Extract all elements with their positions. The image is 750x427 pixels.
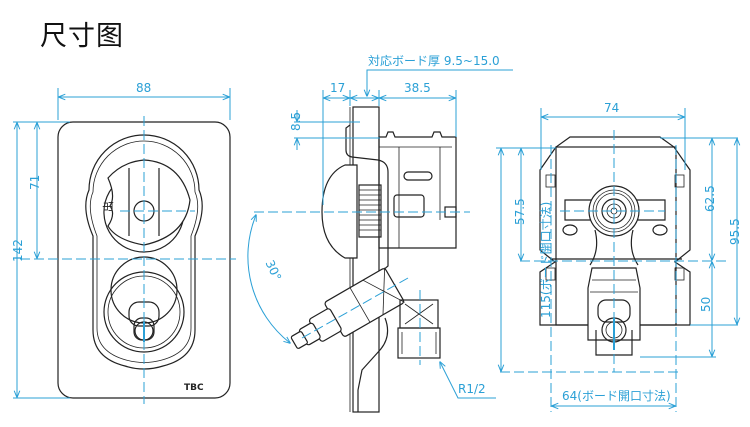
page-title: 尺寸图: [40, 21, 124, 52]
lower-right-label: 50: [699, 297, 713, 312]
front-height-label: 142: [11, 239, 25, 262]
front-width-label: 88: [136, 81, 151, 95]
outlet-mark: 出: [101, 201, 115, 212]
upper-right-label: 62.5: [703, 185, 717, 212]
front-view: 出 TBC 88 142 71: [11, 81, 236, 404]
side-offset-label: 17: [330, 81, 345, 95]
angle-label: 30°: [263, 258, 285, 283]
side-depth-label: 38.5: [404, 81, 431, 95]
total-right-label: 95.5: [728, 218, 742, 245]
side-view: 対応ボード厚 9.5~15.0 17 38.5 8.5 30° R1/2: [247, 54, 513, 413]
upper-center-label: 57.5: [513, 198, 527, 225]
brand-mark: TBC: [184, 383, 204, 393]
board-thickness-label: 対応ボード厚 9.5~15.0: [368, 54, 500, 68]
side-top-offset-label: 8.5: [289, 112, 303, 131]
back-view: 74 115(ボード開口寸法) 57.5 62.5 50 95.5 64(ボード…: [496, 101, 742, 412]
opening-width-label: 64(ボード開口寸法): [562, 389, 671, 403]
opening-height-label: 115(ボード開口寸法): [539, 202, 553, 318]
front-body-outline: [85, 134, 203, 370]
back-width-label: 74: [604, 101, 619, 115]
thread-label: R1/2: [458, 382, 486, 396]
front-upper-height-label: 71: [28, 175, 42, 190]
